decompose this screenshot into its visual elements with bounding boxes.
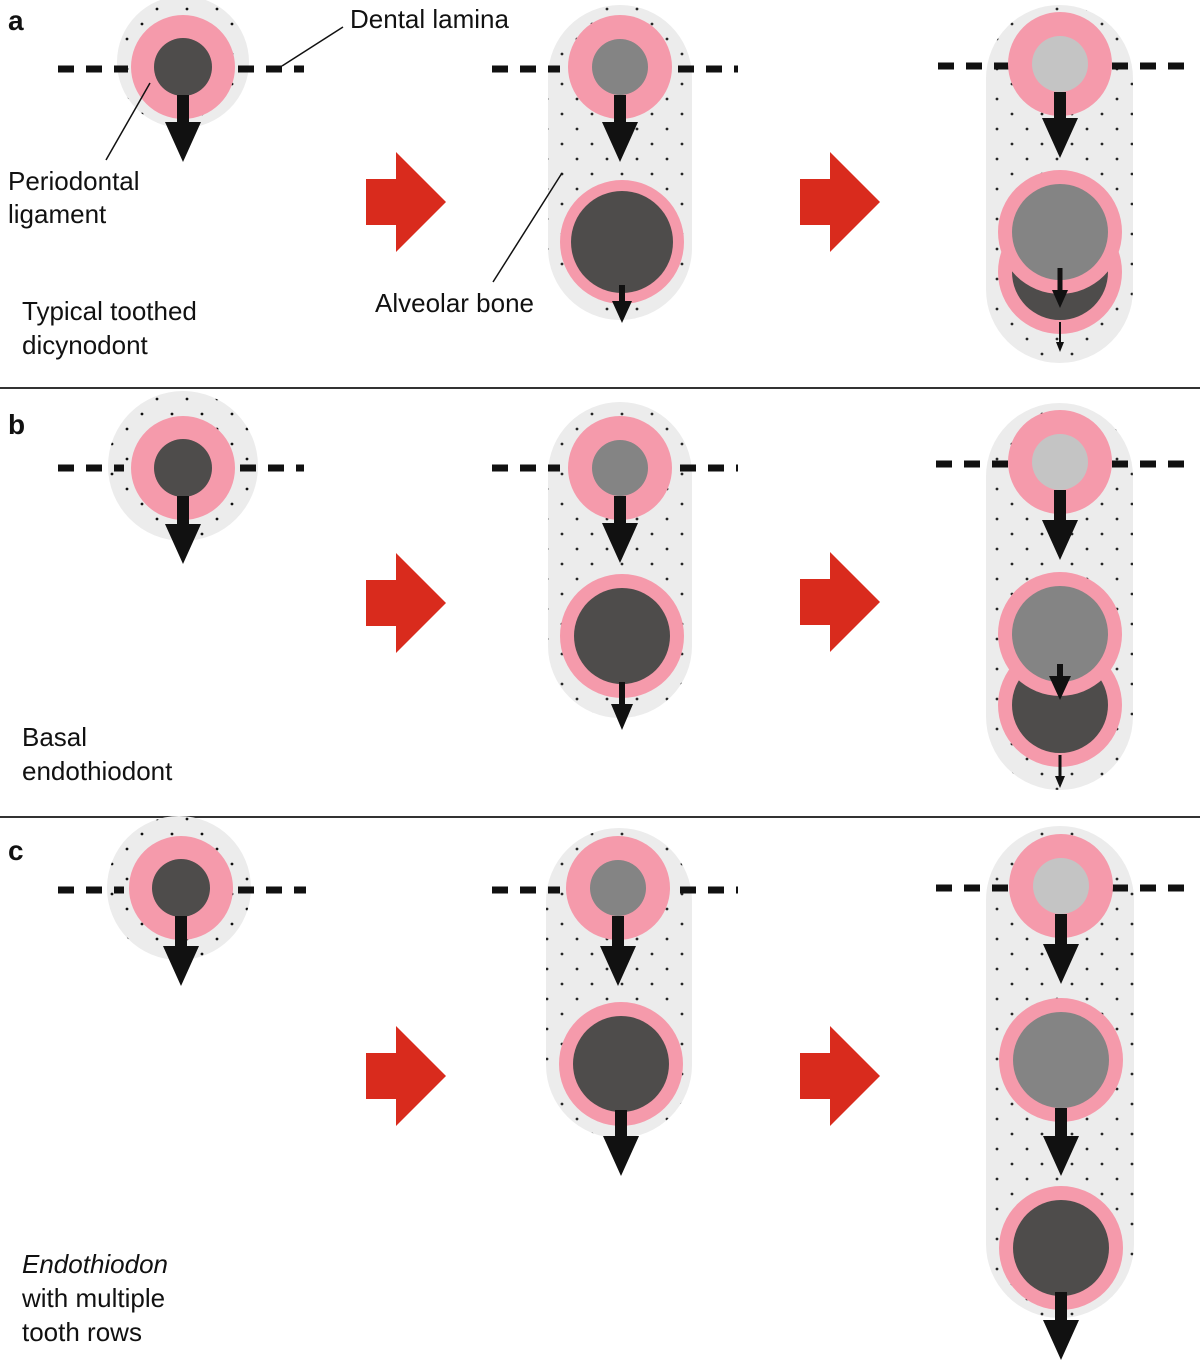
b3-second-arrow (1049, 664, 1071, 700)
dental-lamina-label: Dental lamina (350, 4, 510, 34)
alveolar-bone-label: Alveolar bone (375, 288, 534, 318)
panel-letter-b: b (8, 409, 25, 440)
a2-replacement-arrow (612, 285, 632, 323)
c1-eruption-arrow (163, 916, 199, 986)
a2-tooth-functional-crown (592, 39, 648, 95)
periodontal-ligament-label-line2: ligament (8, 199, 107, 229)
a2-tooth-replacement-crown (571, 191, 673, 293)
b3-third-arrow (1055, 755, 1065, 788)
b-progression-arrow-2 (800, 552, 880, 652)
c3-second-arrow (1043, 1108, 1079, 1176)
b2-tooth-functional-crown (592, 440, 648, 496)
panel-letter-c: c (8, 835, 24, 866)
c3-tooth-second-crown (1013, 1012, 1109, 1108)
a3-third-arrow (1056, 322, 1064, 352)
b2-eruption-arrow (602, 496, 638, 563)
caption-a-line1: Typical toothed (22, 296, 197, 326)
caption-b-line2: endothiodont (22, 756, 173, 786)
c2-eruption-arrow (600, 916, 636, 986)
b2-replacement-arrow (611, 682, 633, 730)
a-progression-arrow-1 (366, 152, 446, 252)
b1-eruption-arrow (165, 496, 201, 564)
caption-c-line2: with multiple (21, 1283, 165, 1313)
dental-lamina-leader (281, 26, 344, 67)
c3-eruption-arrow (1043, 914, 1079, 984)
a3-tooth-functional-crown (1032, 36, 1088, 92)
caption-c-line3: tooth rows (22, 1317, 142, 1347)
alveolar-bone-leader (492, 172, 563, 283)
b3-tooth-second-crown (1012, 586, 1108, 682)
drawing-layer (58, 0, 1188, 1360)
a3-eruption-arrow (1042, 92, 1078, 158)
b3-eruption-arrow (1042, 490, 1078, 560)
a3-second-arrow (1052, 268, 1068, 308)
b-progression-arrow-1 (366, 553, 446, 653)
c-progression-arrow-1 (366, 1026, 446, 1126)
a1-tooth-crown (154, 38, 212, 96)
a3-tooth-second-crown (1012, 184, 1108, 280)
b3-tooth-functional-crown (1032, 434, 1088, 490)
b2-tooth-replacement-crown (574, 588, 670, 684)
b1-tooth-crown (154, 439, 212, 497)
c3-tooth-functional-crown (1033, 858, 1089, 914)
c2-replacement-arrow (603, 1110, 639, 1176)
c2-tooth-functional-crown (590, 860, 646, 916)
a1-eruption-arrow (165, 95, 201, 162)
panel-letter-a: a (8, 5, 24, 36)
c-progression-arrow-2 (800, 1026, 880, 1126)
periodontal-ligament-leader (105, 82, 151, 161)
caption-a-line2: dicynodont (22, 330, 149, 360)
caption-c-line1: Endothiodon (22, 1249, 168, 1279)
c2-tooth-replacement-crown (573, 1016, 669, 1112)
periodontal-ligament-label-line1: Periodontal (8, 166, 140, 196)
c3-third-arrow (1043, 1292, 1079, 1360)
c1-tooth-crown (152, 859, 210, 917)
a2-eruption-arrow (602, 95, 638, 162)
caption-b-line1: Basal (22, 722, 87, 752)
a-progression-arrow-2 (800, 152, 880, 252)
c3-tooth-third-crown (1013, 1200, 1109, 1296)
